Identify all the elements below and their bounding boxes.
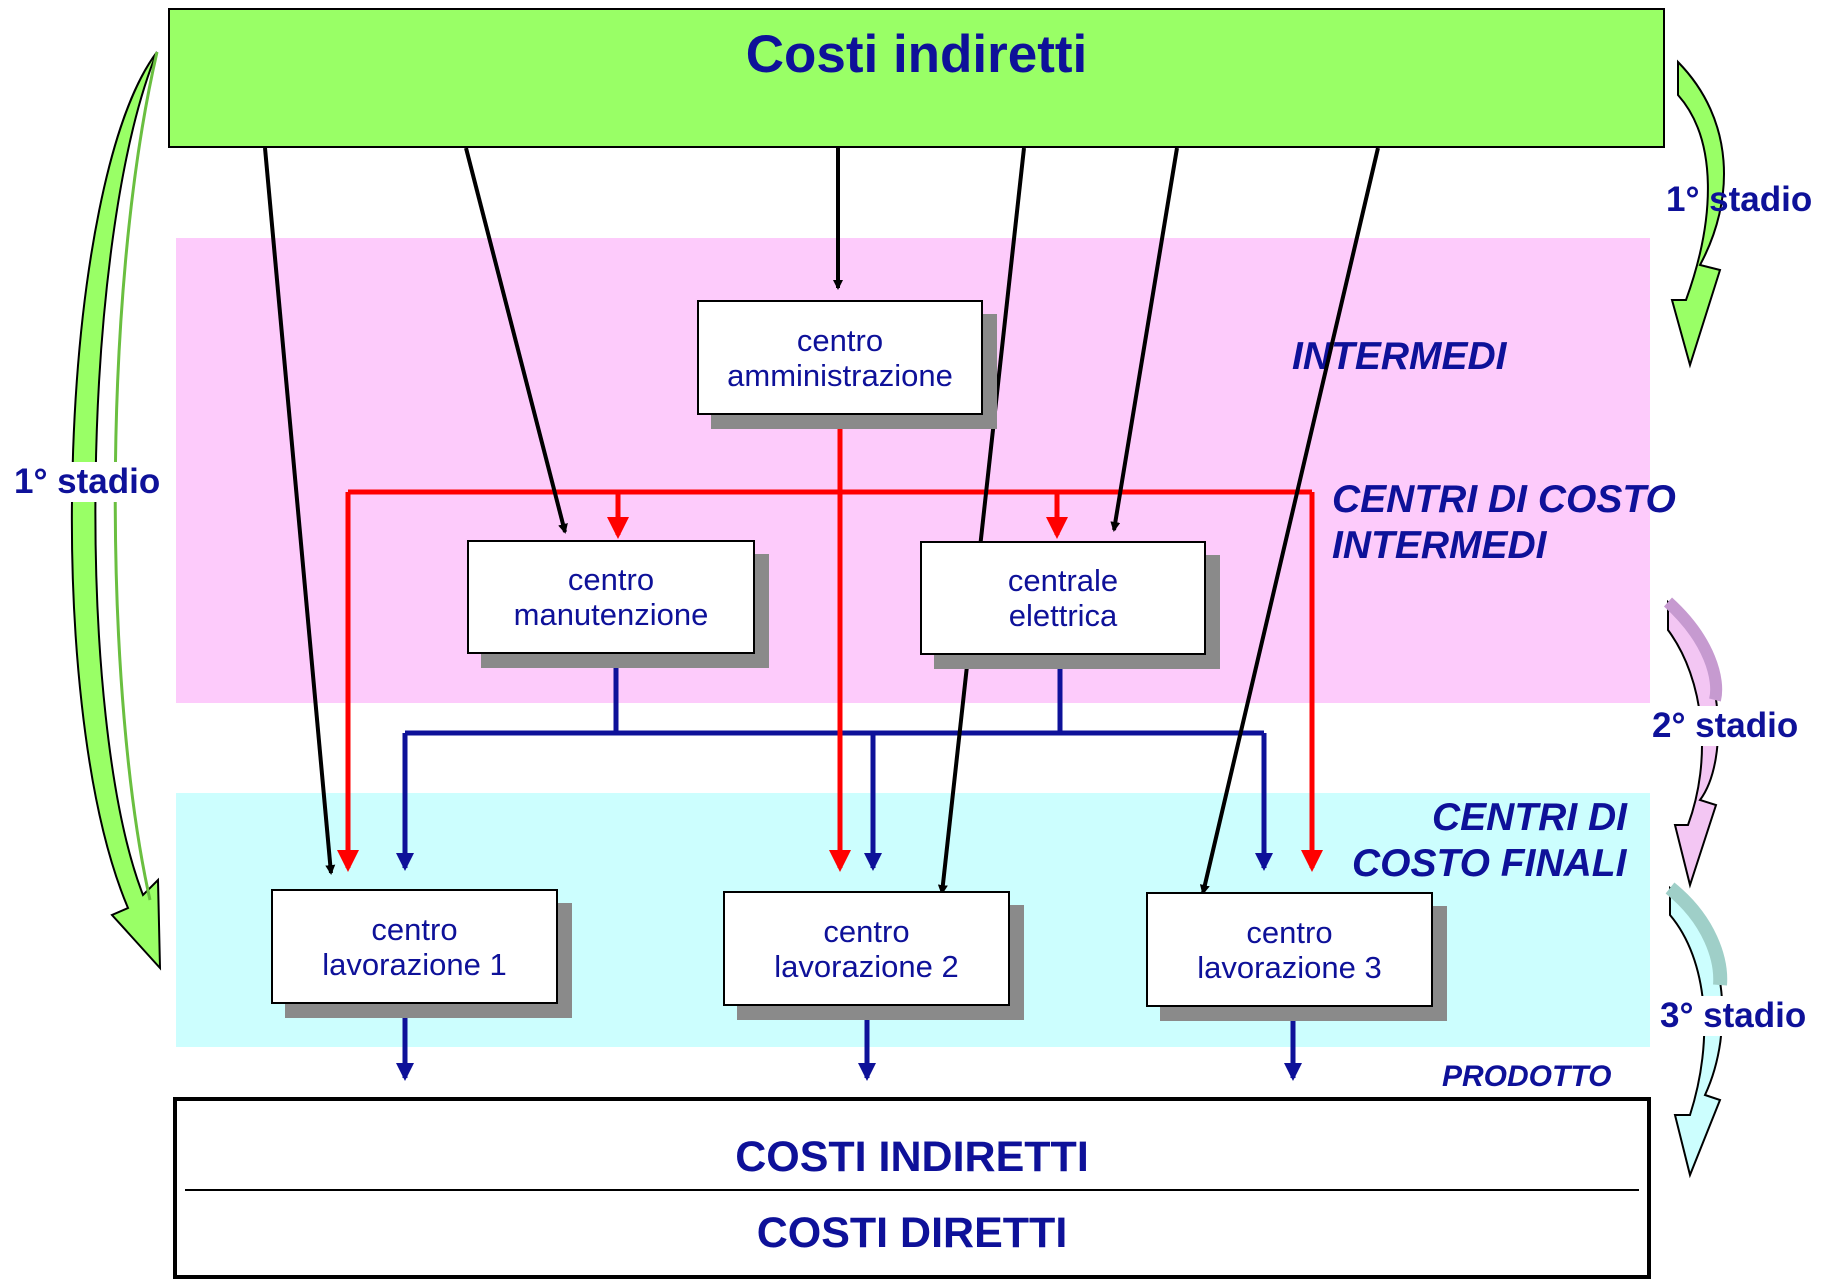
intermediate-centers-label-line1: CENTRI DI COSTO: [1332, 478, 1676, 521]
red-flow: [337, 410, 1323, 872]
node-centrale-elettrica: centrale elettrica: [920, 541, 1206, 655]
node-line1: centro: [796, 322, 884, 358]
node-line2: lavorazione 3: [1197, 949, 1382, 985]
node-line2: amministrazione: [727, 357, 953, 393]
black-flow: [263, 147, 1380, 895]
right-stage3-label: 3° stadio: [1656, 996, 1811, 1036]
indirect-costs-source-box: Costi indiretti: [168, 8, 1665, 148]
right-stage1-arrow-icon: [1670, 59, 1725, 369]
node-centro-manutenzione: centro manutenzione: [467, 540, 755, 654]
node-line1: centro: [371, 911, 458, 947]
right-stage2-label: 2° stadio: [1648, 706, 1803, 746]
node-line1: centro: [567, 562, 655, 597]
node-centro-lavorazione-2: centro lavorazione 2: [723, 891, 1010, 1006]
node-line2: lavorazione 1: [322, 946, 507, 982]
node-line2: manutenzione: [513, 597, 709, 632]
node-line2: lavorazione 2: [774, 948, 959, 984]
product-cost-box: COSTI INDIRETTI COSTI DIRETTI: [173, 1097, 1651, 1279]
product-indirect-costs: COSTI INDIRETTI: [735, 1133, 1089, 1181]
left-stage-label: 1° stadio: [8, 462, 167, 502]
final-centers-label-line1: CENTRI DI: [1432, 796, 1627, 839]
product-divider: [185, 1189, 1639, 1191]
product-label: PRODOTTO: [1442, 1060, 1612, 1093]
intermediate-centers-label-line2: INTERMEDI: [1332, 524, 1547, 567]
right-stage1-label: 1° stadio: [1666, 180, 1813, 219]
node-line2: elettrica: [1008, 598, 1118, 633]
node-line1: centrale: [1007, 563, 1119, 598]
product-direct-costs: COSTI DIRETTI: [756, 1209, 1068, 1257]
left-stage-arrow-icon: [70, 51, 162, 971]
node-line1: centro: [1246, 914, 1333, 950]
node-line1: centro: [823, 913, 910, 949]
page-title: Costi indiretti: [745, 25, 1088, 84]
node-centro-lavorazione-3: centro lavorazione 3: [1146, 892, 1433, 1007]
node-centro-lavorazione-1: centro lavorazione 1: [271, 889, 558, 1004]
node-centro-amministrazione: centro amministrazione: [697, 300, 983, 415]
final-centers-label-line2: COSTO FINALI: [1352, 842, 1627, 885]
blue-flow: [396, 660, 1302, 1081]
